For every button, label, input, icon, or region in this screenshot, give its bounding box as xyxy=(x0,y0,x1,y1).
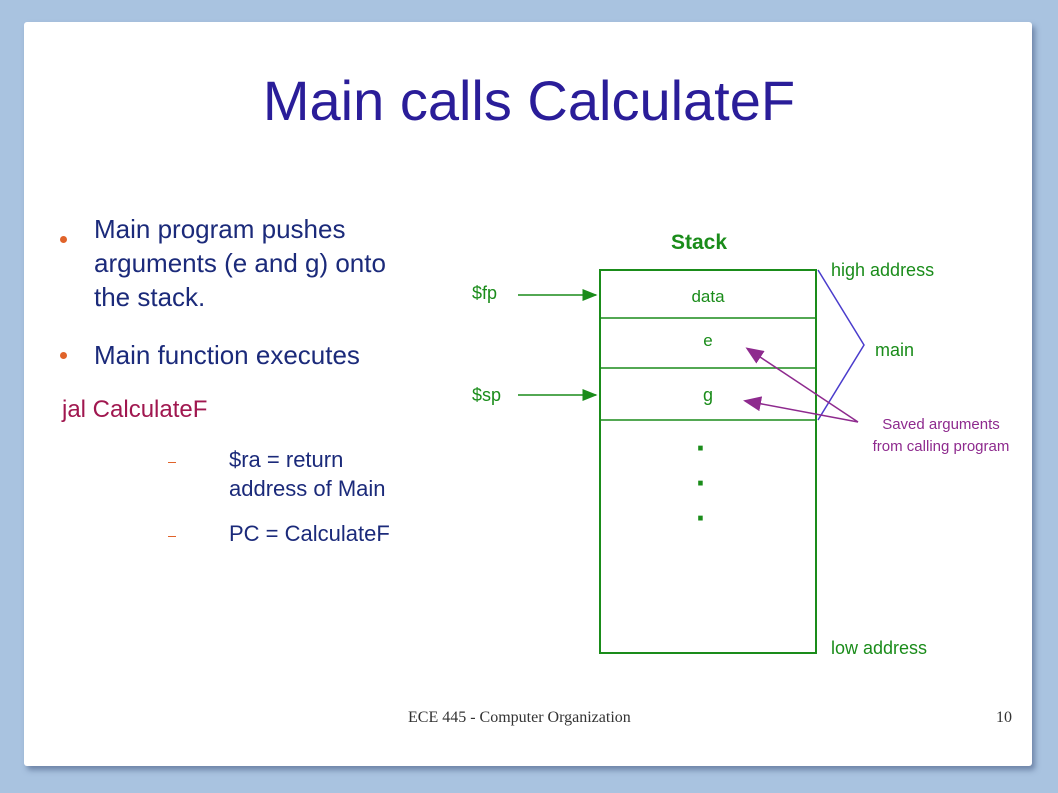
sub-bullet-1-line-1: $ra = return xyxy=(229,447,344,472)
bullet-marker xyxy=(60,236,67,243)
saved-args-line-1: Saved arguments xyxy=(882,416,1000,433)
sub-bullet-2-line-1: PC = CalculateF xyxy=(229,521,390,546)
fp-label: $fp xyxy=(472,283,498,303)
main-bracket xyxy=(817,269,865,421)
main-label: main xyxy=(875,340,915,360)
bullet-marker xyxy=(60,352,67,359)
stack-dot: · xyxy=(696,465,707,501)
frame-border-left xyxy=(0,0,28,793)
bullet-1-line-1: Main program pushes xyxy=(94,214,346,244)
bullet-1-line-3: the stack. xyxy=(94,282,206,312)
stack-cell-e: e xyxy=(703,331,713,350)
stack-cell-data: data xyxy=(691,287,725,306)
sub-bullet-marker xyxy=(168,536,176,537)
page-number: 10 xyxy=(996,709,1012,726)
slide-title: Main calls CalculateF xyxy=(262,69,796,132)
stack-cell-g: g xyxy=(702,385,713,405)
stack-title: Stack xyxy=(671,231,728,254)
sub-bullet-1-line-2: address of Main xyxy=(229,476,386,501)
footer-course: ECE 445 - Computer Organization xyxy=(408,709,631,726)
frame-border-right xyxy=(1030,0,1058,793)
bullet-1-line-2: arguments (e and g) onto xyxy=(94,248,386,278)
high-address-label: high address xyxy=(831,260,935,280)
saved-args-line-2: from calling program xyxy=(872,438,1010,455)
sp-label: $sp xyxy=(472,385,502,405)
stack-box xyxy=(599,269,817,654)
saved-arg-arrow-e xyxy=(745,347,859,423)
low-address-label: low address xyxy=(831,638,928,658)
frame-border-bottom xyxy=(0,765,1058,793)
stack-dot: · xyxy=(696,500,707,536)
instruction-text: jal CalculateF xyxy=(62,396,208,423)
stack-dot: · xyxy=(696,430,707,466)
slide-canvas xyxy=(24,22,1032,766)
sub-bullet-marker xyxy=(168,462,176,463)
saved-arg-arrow-g xyxy=(743,396,859,423)
bullet-2-line-1: Main function executes xyxy=(94,340,360,370)
